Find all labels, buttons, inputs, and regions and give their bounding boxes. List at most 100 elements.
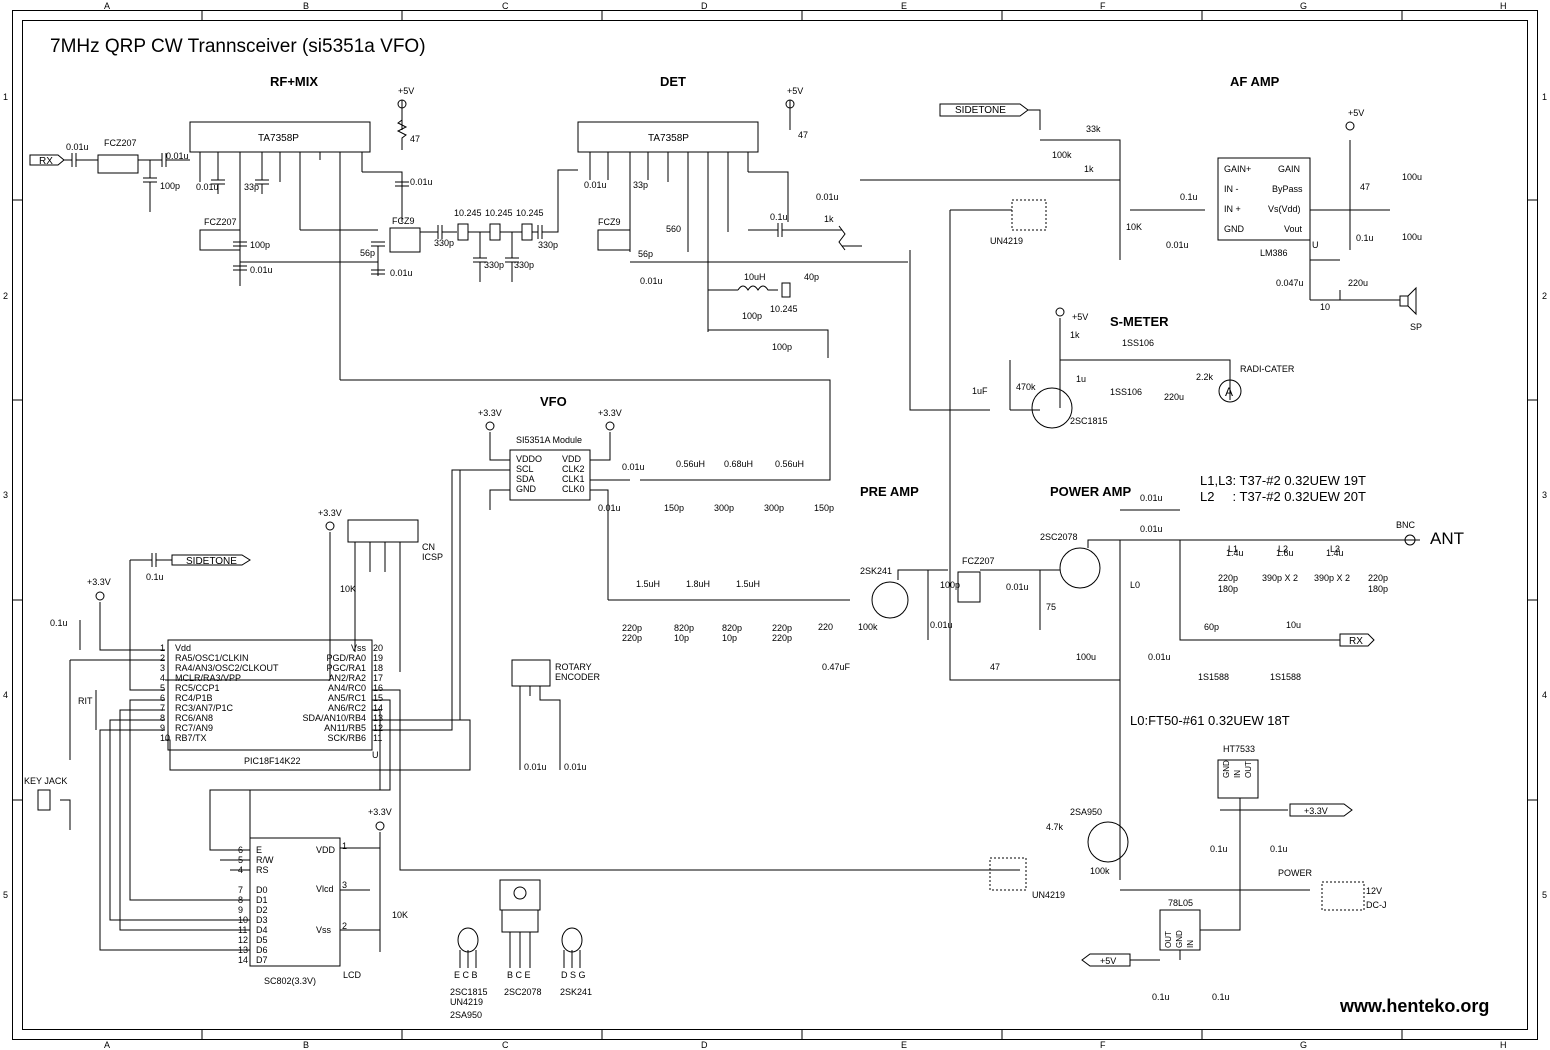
c-pa4-label: 100u bbox=[1076, 652, 1096, 662]
pic-pin-left-7: RC3/AN7/P1C bbox=[175, 703, 234, 713]
pic-pin-right-9: AN11/RB5 bbox=[324, 723, 366, 733]
grid-col-h: H bbox=[1500, 1, 1507, 11]
p5v-rf-label: +5V bbox=[398, 86, 414, 96]
c-af7-label: 220u bbox=[1348, 278, 1368, 288]
c220p-pre-3: 220p bbox=[772, 623, 792, 633]
grid-row-5: 5 bbox=[3, 890, 8, 900]
fcz207-pre-transformer bbox=[957, 571, 981, 603]
l14-label-2: 1.4u bbox=[1326, 548, 1344, 558]
c-smeter2-label: 220u bbox=[1164, 392, 1184, 402]
r470k-label: 470k bbox=[1016, 382, 1036, 392]
r10k-pic-label: 10K bbox=[340, 584, 356, 594]
grid-row-2: 2 bbox=[3, 291, 8, 301]
key-jack-icon bbox=[37, 789, 51, 811]
l14-label-1: 1.4u bbox=[1226, 548, 1244, 558]
section-power-amp: POWER AMP bbox=[1050, 484, 1132, 499]
lcd-pin-num-right-1: 1 bbox=[342, 841, 348, 851]
grid-col-a-bottom: A bbox=[104, 1040, 110, 1050]
bnc-connector-icon bbox=[1404, 534, 1416, 546]
pic-pin-num-right-4: 17 bbox=[373, 673, 384, 683]
c-det7-label: 100p bbox=[772, 342, 792, 352]
vfo-stage: +3.3V +3.3V SI5351A Module VDDO SCL SDA … bbox=[340, 379, 834, 600]
c-pa2-label: 0.01u bbox=[1140, 493, 1163, 503]
ta7358p-det-label: TA7358P bbox=[648, 133, 689, 144]
c330p-label-4: 330p bbox=[538, 240, 558, 250]
rit-label: RIT bbox=[78, 696, 93, 706]
si5351-pin-clk2: CLK2 bbox=[562, 464, 585, 474]
l10uh-label: 10uH bbox=[744, 272, 766, 282]
section-vfo: VFO bbox=[540, 394, 567, 409]
r1k-det-label: 1k bbox=[824, 214, 834, 224]
l068-label: 0.68uH bbox=[724, 459, 753, 469]
l0-label: L0 bbox=[1130, 580, 1140, 590]
lcd-pin-right-2: Vlcd bbox=[316, 884, 334, 894]
pre-amp-stage: 1.5uH 1.8uH 1.5uH 220p 220p 820p 10p 820… bbox=[608, 556, 995, 672]
lcd-pin-num-left-10: 13 bbox=[238, 945, 249, 955]
l056-label-1: 0.56uH bbox=[676, 459, 705, 469]
r100k-pwr-label: 100k bbox=[1090, 866, 1110, 876]
xtal-label-2: 10.245 bbox=[485, 208, 513, 218]
grid-row-3: 3 bbox=[3, 490, 8, 500]
r47-rf-label: 47 bbox=[410, 134, 420, 144]
fcz207-label-1: FCZ207 bbox=[104, 138, 137, 148]
meter-symbol: A bbox=[1225, 385, 1233, 399]
c180p-pa-2: 180p bbox=[1368, 584, 1388, 594]
c-rf1-label: 0.01u bbox=[166, 151, 189, 161]
pic-pin-num-left-9: 9 bbox=[160, 723, 166, 733]
lm386-pin-vs: Vs(Vdd) bbox=[1268, 204, 1301, 214]
pic-pin-num-right-6: 15 bbox=[373, 693, 384, 703]
det-stage: TA7358P 0.01u 33p FCZ9 56p 0.01u 560 +5V… bbox=[577, 86, 908, 358]
lcd-pin-left-2: R/W bbox=[256, 855, 274, 865]
svg-text:U: U bbox=[1312, 240, 1319, 250]
lm386-label: LM386 bbox=[1260, 248, 1288, 258]
note-coil-l1-l3: L1,L3: T37-#2 0.32UEW 19T bbox=[1200, 473, 1366, 488]
r47-af-label: 47 bbox=[1360, 182, 1370, 192]
xtal-det-label: 10.245 bbox=[770, 304, 798, 314]
pic-pin-num-right-8: 13 bbox=[373, 713, 384, 723]
dc-jack-box bbox=[1321, 881, 1365, 911]
c330p-label-3: 330p bbox=[514, 260, 534, 270]
pic-pin-right-6: AN5/RC1 bbox=[327, 693, 366, 703]
pkg1-label-a: 2SC1815 bbox=[450, 987, 488, 997]
lcd-label: SC802(3.3V) bbox=[264, 976, 316, 986]
c-smeter3-label: 1uF bbox=[972, 386, 988, 396]
p5v-out-label: +5V bbox=[1100, 956, 1116, 966]
sidetone-port-af bbox=[939, 103, 1029, 117]
c220p-pre-4: 220p bbox=[772, 633, 792, 643]
c-pa1-label: 0.01u bbox=[1006, 582, 1029, 592]
c-rf4-label: 33p bbox=[244, 182, 259, 192]
c180p-pa-1: 180p bbox=[1218, 584, 1238, 594]
q-2sa950 bbox=[1087, 821, 1129, 863]
c-pic1-label: 0.1u bbox=[146, 572, 164, 582]
c220p-pre-2: 220p bbox=[622, 633, 642, 643]
c-pa5-label: 0.01u bbox=[1148, 652, 1171, 662]
rotary-encoder bbox=[511, 659, 551, 687]
pic-pin-right-5: AN4/RC0 bbox=[327, 683, 366, 693]
xtal-label-1: 10.245 bbox=[454, 208, 482, 218]
l2-label: L2 bbox=[1278, 544, 1288, 554]
lcd-pin-num-left-5: 8 bbox=[238, 895, 244, 905]
section-rf-mix: RF+MIX bbox=[270, 74, 319, 89]
meter-icon bbox=[1218, 379, 1242, 403]
lcd-pin-right-1: VDD bbox=[316, 845, 336, 855]
pkg3-label: 2SK241 bbox=[560, 987, 592, 997]
d1ss106-label-2: 1SS106 bbox=[1110, 387, 1142, 397]
grid-col-e: E bbox=[901, 1, 907, 11]
lcd-pin-num-left-3: 4 bbox=[238, 865, 244, 875]
pic-pin-left-10: RB7/TX bbox=[175, 733, 207, 743]
q-2sc2078 bbox=[1059, 547, 1101, 589]
d1s1588-label-2: 1S1588 bbox=[1270, 672, 1301, 682]
lcd-pin-num-right-3: 2 bbox=[342, 921, 348, 931]
q2sa950-label: 2SA950 bbox=[1070, 807, 1102, 817]
pkg3-pins: D S G bbox=[561, 970, 586, 980]
c-rf3-label: 0.01u bbox=[196, 182, 219, 192]
c-smeter1-label: 1u bbox=[1076, 374, 1086, 384]
si5351-pin-vdd: VDD bbox=[562, 454, 582, 464]
c-pwr4-label: 0.1u bbox=[1212, 992, 1230, 1002]
pkg2-label: 2SC2078 bbox=[504, 987, 542, 997]
r220-pre-label: 220 bbox=[818, 622, 833, 632]
un4219-af-label: UN4219 bbox=[990, 236, 1023, 246]
pic-pin-num-right-7: 14 bbox=[373, 703, 384, 713]
grid-col-d: D bbox=[701, 1, 708, 11]
